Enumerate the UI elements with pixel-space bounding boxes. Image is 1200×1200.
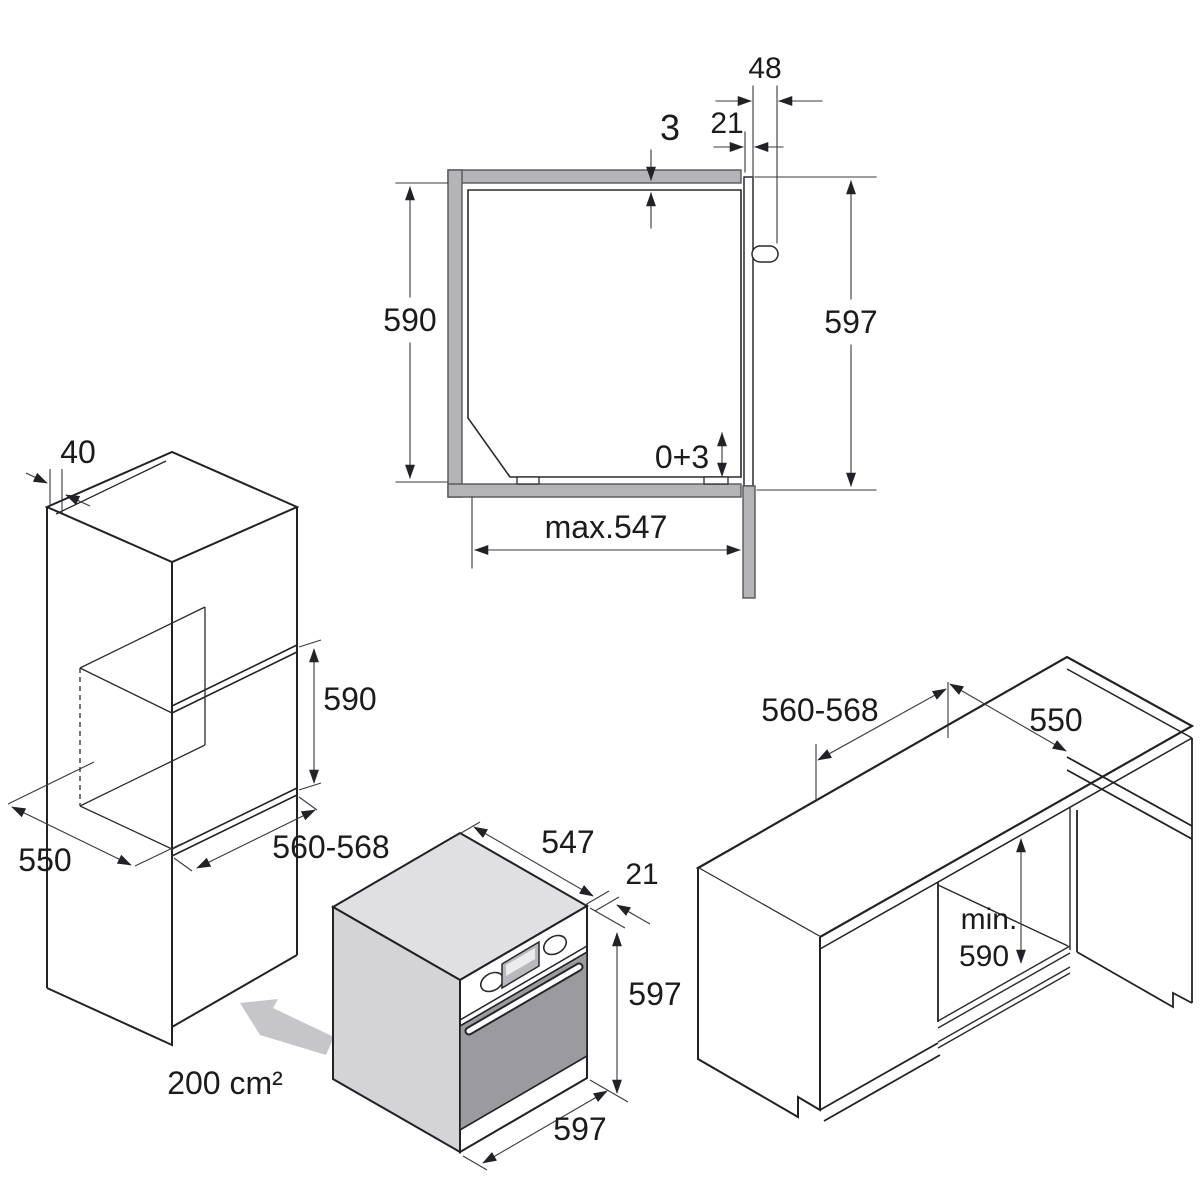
dim-label-tall-depth: 550 (18, 842, 71, 878)
oven-foot-right (703, 476, 729, 485)
niche-back-wall (447, 169, 463, 498)
dim-label-niche-height: 590 (383, 302, 436, 338)
dim-label-front-height: 597 (824, 304, 877, 340)
dim-oven-height (589, 907, 629, 1103)
dim-base-depth (949, 683, 1067, 752)
dim-label-oven-depth: 547 (541, 824, 594, 860)
dim-label-base-niche-width: 560-568 (761, 692, 878, 728)
dim-label-top-gap: 3 (660, 107, 680, 148)
dim-base-niche-width (815, 682, 949, 800)
oven-front-frame (743, 176, 754, 487)
door-handle-icon (466, 964, 582, 1034)
tall-cabinet-vent-slot (55, 460, 167, 515)
left-end-panel (697, 868, 821, 1119)
dim-niche-height (395, 182, 449, 483)
base-niche-interior (937, 807, 1071, 1049)
dim-frame-depth (713, 131, 784, 173)
dim-front-height (754, 176, 877, 491)
dim-oven-depth (455, 821, 610, 906)
label-vent-area: 200 cm² (167, 1065, 283, 1101)
dim-tall-niche-width (173, 796, 318, 872)
oven-door (459, 950, 588, 1132)
dim-oven-width (462, 1090, 608, 1171)
oven-foot-left (516, 476, 540, 485)
dim-label-oven-frame: 21 (625, 858, 658, 891)
tall-cabinet-niche-interior (79, 606, 206, 850)
tall-cabinet-niche-edges (171, 644, 298, 857)
dim-tall-niche-height (298, 639, 322, 791)
dim-label-tall-niche-width: 560-568 (272, 829, 389, 865)
oven-diagram: 547 21 597 597 (331, 821, 682, 1171)
dim-handle-clearance (715, 85, 823, 244)
knob-right-icon (542, 934, 568, 956)
dim-label-handle-clearance: 48 (748, 52, 781, 85)
dim-label-bottom-gap: 0+3 (655, 439, 709, 475)
dim-label-oven-height: 597 (628, 976, 681, 1012)
dim-rear-vent-gap (25, 469, 91, 513)
dim-label-base-depth: 550 (1029, 702, 1082, 738)
dim-label-tall-niche-height: 590 (323, 681, 376, 717)
right-cabinet (1066, 738, 1193, 1009)
dim-label-max-depth: max.547 (545, 509, 668, 545)
furniture-door-below (742, 485, 756, 599)
dim-label-min-height: 590 (959, 940, 1009, 973)
niche-bottom-wall (447, 483, 742, 498)
dim-label-oven-width: 597 (553, 1111, 606, 1147)
niche-top-wall (447, 169, 742, 184)
tall-cabinet-diagram: 40 590 560-568 550 200 cm² (7, 434, 390, 1101)
worktop-right-thickness (1066, 668, 1193, 739)
dim-tall-depth (7, 761, 182, 867)
left-door (819, 882, 941, 1122)
ventilation-arrow-icon (240, 999, 334, 1055)
display-screen (506, 948, 535, 976)
oven-handle-profile (751, 245, 779, 263)
control-panel-divider (459, 945, 588, 1021)
base-run-diagram: 560-568 550 min. 590 (695, 655, 1195, 1122)
dim-max-depth (471, 496, 741, 569)
oven-body-outline (466, 189, 742, 478)
dim-label-frame-depth: 21 (710, 107, 743, 140)
worktop-underside (819, 737, 1193, 950)
tall-cabinet-body (46, 507, 298, 1047)
dim-label-rear-vent-gap: 40 (60, 434, 96, 470)
dim-label-min-prefix: min. (961, 903, 1018, 936)
dim-oven-frame (594, 896, 651, 925)
cross-section-diagram: 590 597 3 48 21 (383, 52, 878, 599)
